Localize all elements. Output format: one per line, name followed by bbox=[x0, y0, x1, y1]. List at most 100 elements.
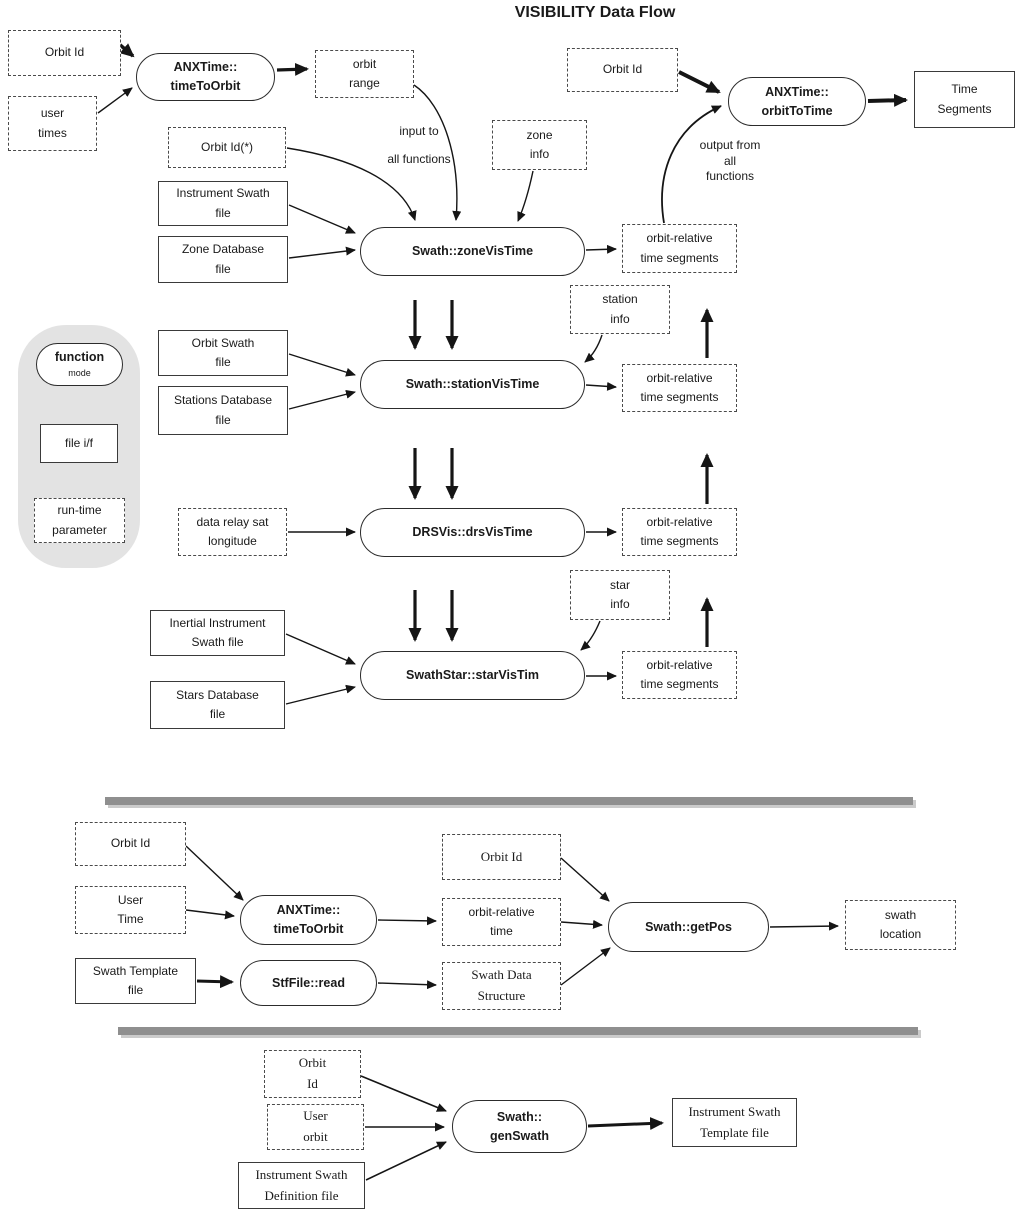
label-line: ANXTime:: bbox=[276, 903, 341, 918]
arrow bbox=[587, 1116, 664, 1130]
arrow bbox=[276, 62, 309, 76]
label-line: Swath:: bbox=[496, 1109, 543, 1124]
function-anxtime-timetoorbit-2: ANXTime::timeToOrbit bbox=[240, 895, 377, 945]
arrow bbox=[769, 921, 839, 931]
label-line: file bbox=[215, 205, 231, 220]
label-line: Orbit Id bbox=[44, 45, 85, 60]
label-line: timeToOrbit bbox=[273, 922, 344, 936]
label-line: Swath Data bbox=[471, 967, 532, 983]
section-divider-1 bbox=[105, 797, 913, 805]
label-line: Inertial Instrument bbox=[169, 615, 266, 630]
label-line: time bbox=[490, 924, 513, 938]
label-line: User bbox=[303, 1108, 328, 1124]
label-line: mode bbox=[68, 368, 91, 379]
arrow bbox=[580, 620, 601, 651]
label-line: file bbox=[215, 261, 231, 276]
label-line: parameter bbox=[52, 522, 107, 537]
label-line: info bbox=[610, 597, 630, 611]
arrow bbox=[285, 633, 356, 665]
label-line: time segments bbox=[640, 677, 719, 691]
label-line: orbit-relative bbox=[646, 370, 713, 385]
arrow bbox=[288, 389, 356, 410]
arrow bbox=[285, 684, 356, 705]
label-line: Time bbox=[951, 82, 978, 97]
param-star-info: star info bbox=[570, 570, 670, 620]
param-data-relay-longitude: data relay sat longitude bbox=[178, 508, 287, 556]
label-line: longitude bbox=[208, 534, 257, 548]
label-line: file bbox=[127, 983, 144, 997]
label-line: Orbit Id(*) bbox=[200, 139, 253, 154]
arrow bbox=[196, 975, 234, 989]
arrow bbox=[377, 916, 437, 926]
label-line: Structure bbox=[477, 988, 526, 1003]
label-line: genSwath bbox=[489, 1128, 550, 1143]
label-line: Instrument Swath bbox=[176, 186, 270, 201]
function-swath-getpos: Swath::getPos bbox=[608, 902, 769, 952]
arrow bbox=[560, 857, 610, 902]
label-line: Template file bbox=[700, 1124, 769, 1140]
label-line: range bbox=[349, 76, 380, 90]
label-line: Instrument Swath bbox=[255, 1166, 348, 1182]
label-line: file bbox=[215, 355, 231, 369]
label-line: Orbit bbox=[298, 1055, 327, 1071]
function-swath-zonevistime: Swath::zoneVisTime bbox=[360, 227, 585, 276]
label-line: Definition file bbox=[264, 1187, 339, 1203]
label-line: run-time bbox=[57, 503, 102, 518]
label-line: Instrument Swath bbox=[688, 1103, 781, 1119]
arrow bbox=[288, 246, 356, 259]
label-line: orbit-relative bbox=[646, 514, 713, 529]
label-line: Swath Template bbox=[92, 963, 179, 978]
label-line: SwathStar::starVisTim bbox=[406, 668, 539, 683]
param-orbit-id-star: Orbit Id(*) bbox=[168, 127, 286, 168]
label-line: Swath file bbox=[191, 635, 244, 649]
label-line: data relay sat bbox=[196, 514, 269, 529]
label-line: orbit-relative bbox=[646, 657, 713, 672]
label-line: file i/f bbox=[64, 435, 93, 450]
label-line: Swath::getPos bbox=[645, 919, 732, 934]
label-line: info bbox=[610, 311, 630, 326]
arrow bbox=[413, 84, 462, 221]
label-line: star bbox=[609, 577, 630, 592]
thin-arrows bbox=[97, 84, 839, 1181]
label-line: Id bbox=[307, 1076, 318, 1091]
thick-arrows bbox=[117, 42, 908, 1130]
label-line: file bbox=[209, 707, 226, 721]
label-line: Swath::stationVisTime bbox=[405, 377, 540, 392]
arrow bbox=[517, 170, 534, 222]
file-zone-database: Zone Database file bbox=[158, 236, 288, 283]
label-line: orbit-relative bbox=[646, 231, 713, 246]
arrow bbox=[377, 980, 437, 990]
arrow bbox=[286, 147, 417, 221]
label-line: Orbit Swath bbox=[191, 335, 255, 350]
arrow bbox=[585, 381, 617, 391]
label-line: swath bbox=[884, 907, 917, 922]
arrow bbox=[288, 204, 356, 234]
file-stars-database: Stars Database file bbox=[150, 681, 285, 729]
label-line: all bbox=[723, 153, 736, 168]
label-line: Zone Database bbox=[181, 242, 265, 257]
section-divider-2 bbox=[118, 1027, 918, 1035]
arrow bbox=[360, 1075, 447, 1112]
arrow bbox=[97, 87, 133, 114]
label-line: Time bbox=[117, 912, 144, 926]
label-line: Orbit Id bbox=[602, 62, 643, 77]
label-line: Stars Database bbox=[176, 687, 259, 702]
param-orbit-id-mid-2: Orbit Id bbox=[442, 834, 561, 880]
function-swath-stationvistime: Swath::stationVisTime bbox=[360, 360, 585, 409]
